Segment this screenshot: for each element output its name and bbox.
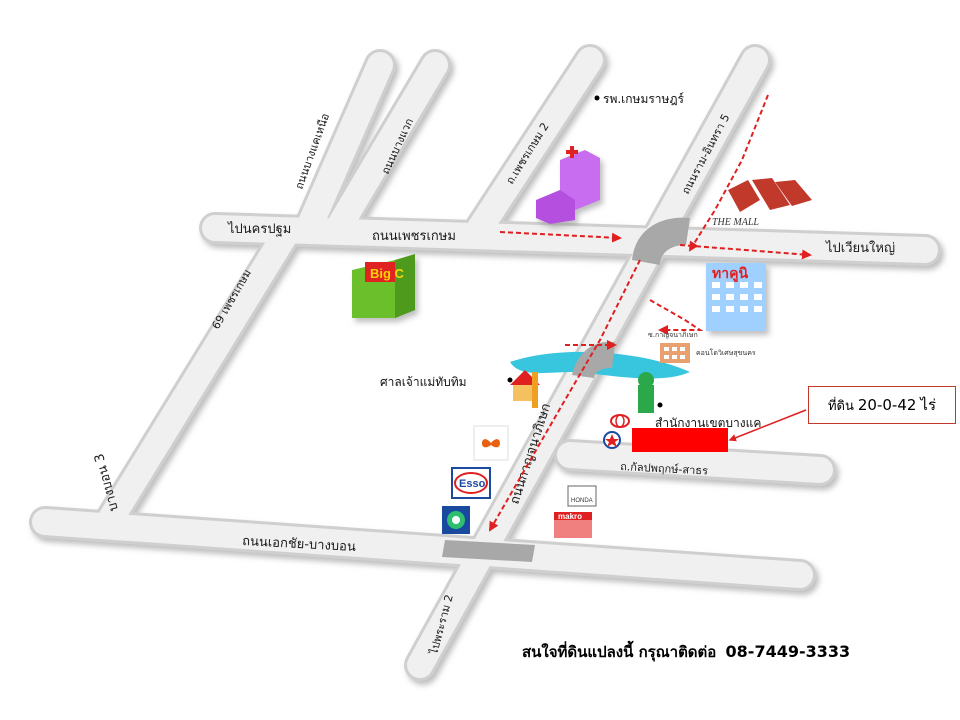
road-network	[29, 44, 941, 681]
caltex-logo	[603, 431, 621, 449]
hospital-dot	[594, 95, 600, 101]
esso-logo: Esso	[451, 467, 491, 499]
the-mall-label: THE MALL	[712, 217, 759, 228]
label-condo: คอนโดวิเศษสุขนคร	[696, 348, 756, 357]
big-c-building: Big C	[352, 254, 415, 318]
label-district-office: สำนักงานเขตบางแค	[655, 416, 761, 430]
callout-unit: ไร่	[920, 396, 937, 414]
tesco-building: ทาคูนิ	[706, 263, 766, 331]
land-plot	[632, 428, 728, 452]
label-shrine: ศาลเจ้าแม่ทับทิม	[380, 375, 467, 389]
district-office-dot	[657, 402, 663, 408]
road-label-kanlapaphruek: ถ.กัลปพฤกษ์-สาธร	[620, 460, 708, 478]
road-label-phetkasem: ถนนเพชรเกษม	[372, 229, 456, 244]
bangchak-logo	[442, 506, 470, 534]
callout-size: 20-0-42	[857, 396, 917, 414]
road-label-to-nakhon-pathom: ไปนครปฐม	[227, 221, 291, 237]
ptt-butterfly-logo	[473, 425, 509, 461]
makro-building: makro	[554, 512, 592, 538]
land-size-callout: ที่ดิน 20-0-42 ไร่	[808, 386, 956, 424]
toyota-logo	[610, 414, 630, 428]
callout-pointer	[728, 409, 807, 442]
big-c-label: Big C	[370, 266, 405, 281]
route-path	[489, 94, 812, 532]
road-label-to-wongwian-yai: ไปเวียนใหญ่	[825, 240, 895, 256]
shrine-dot	[507, 377, 513, 383]
footer-phone[interactable]: 08-7449-3333	[725, 642, 851, 661]
tesco-label: ทาคูนิ	[712, 266, 748, 282]
district-office-icon	[638, 372, 654, 413]
makro-label: makro	[558, 512, 582, 521]
shrine-icon	[510, 370, 540, 408]
road-label-ekkachai: ถนนเอกชัย-บางบอน	[242, 534, 356, 555]
esso-label: Esso	[459, 478, 486, 490]
label-kasemrad: รพ.เกษมราษฎร์	[603, 92, 685, 106]
honda-logo: HONDA	[567, 485, 597, 507]
callout-prefix: ที่ดิน	[827, 398, 854, 414]
hospital-icon	[536, 146, 600, 224]
footer-text: สนใจที่ดินแปลงนี้ กรุณาติดต่อ	[522, 643, 717, 661]
the-mall-logo: THE MALL	[712, 178, 812, 228]
contact-footer: สนใจที่ดินแปลงนี้ กรุณาติดต่อ 08-7449-33…	[522, 640, 850, 664]
honda-label: HONDA	[571, 498, 593, 504]
condo-icon	[660, 343, 690, 363]
label-small-soi: ซ.กาญจนาภิเษก	[648, 331, 698, 339]
